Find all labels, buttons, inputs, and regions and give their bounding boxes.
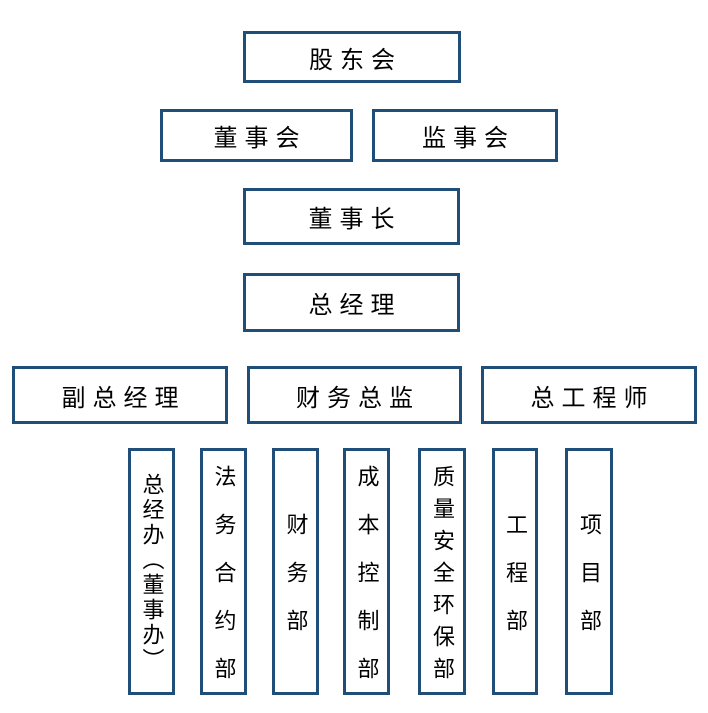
dept-engineering-label: 工程部	[503, 512, 528, 657]
dept-box-project: 项目部	[565, 448, 613, 695]
shareholders-label: 股东会	[309, 47, 402, 74]
box-chief-engineer: 总工程师	[481, 366, 697, 424]
dept-box-cost-control: 成本控制部	[343, 448, 390, 705]
dept-box-finance: 财务部	[272, 448, 319, 695]
dept-project-label: 项目部	[577, 512, 602, 657]
supervisory-board-label: 监事会	[422, 126, 515, 152]
box-chairman: 董事长	[243, 188, 460, 245]
box-supervisory-board: 监事会	[372, 109, 558, 162]
dept-box-legal-contract: 法务合约部	[200, 448, 247, 705]
general-manager-label: 总经理	[308, 293, 402, 319]
board-of-directors-label: 董事会	[213, 126, 307, 152]
deputy-general-manager-label: 副总经理	[61, 385, 186, 412]
dept-cost-control-label: 成本控制部	[354, 464, 380, 705]
finance-director-label: 财务总监	[296, 385, 420, 412]
dept-box-gm-office: 总经办（董事办）	[128, 448, 175, 695]
dept-finance-label: 财务部	[283, 512, 309, 657]
box-deputy-general-manager: 副总经理	[12, 366, 228, 424]
dept-box-engineering: 工程部	[492, 448, 538, 695]
dept-gm-office-label: 总经办（董事办）	[139, 473, 165, 673]
dept-box-quality-safety-env: 质量安全环保部	[418, 448, 466, 695]
box-board-of-directors: 董事会	[160, 109, 353, 162]
box-finance-director: 财务总监	[247, 366, 462, 424]
box-shareholders: 股东会	[243, 31, 461, 83]
box-general-manager: 总经理	[243, 273, 460, 332]
dept-legal-contract-label: 法务合约部	[211, 464, 237, 705]
dept-quality-safety-env-label: 质量安全环保部	[430, 464, 455, 689]
chief-engineer-label: 总工程师	[530, 385, 655, 412]
chairman-label: 董事长	[308, 207, 402, 233]
